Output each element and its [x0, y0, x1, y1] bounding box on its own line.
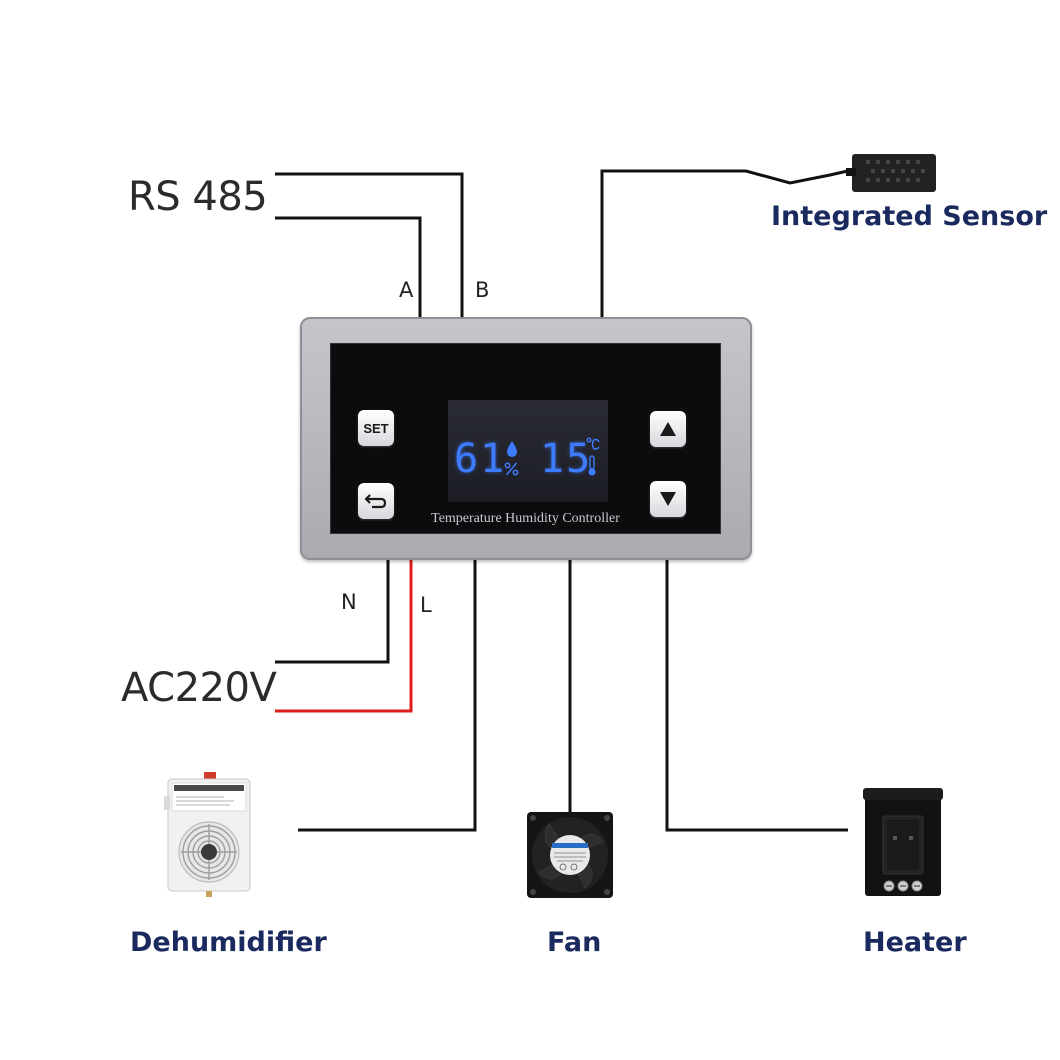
temperature-readout: 15 [540, 436, 593, 482]
controller-front-panel: SET 61 15 [330, 343, 721, 534]
fan-label: Fan [547, 927, 602, 958]
pin-n-label: N [341, 590, 357, 614]
heater-wire [665, 560, 848, 832]
up-button[interactable] [650, 411, 686, 447]
fan-image [527, 812, 613, 898]
back-arrow-icon [364, 494, 387, 509]
temperature-humidity-controller: SET 61 15 [300, 317, 752, 560]
thermometer-icon [588, 455, 596, 476]
integrated-sensor-label: Integrated Sensor [771, 201, 1048, 232]
set-button[interactable]: SET [358, 410, 394, 446]
lcd-display: 61 15 [448, 400, 608, 502]
down-arrow-icon [660, 492, 676, 506]
controller-title: Temperature Humidity Controller [431, 511, 620, 526]
down-button[interactable] [650, 481, 686, 517]
ac220v-label: AC220V [121, 665, 277, 711]
live-wire [275, 560, 413, 713]
rs485-a-wire [275, 216, 422, 317]
pin-a-label: A [399, 278, 414, 302]
heater-label: Heater [863, 927, 967, 958]
rs485-label: RS 485 [128, 174, 268, 220]
pin-b-label: B [475, 278, 490, 302]
sensor-wire [600, 168, 853, 317]
back-button[interactable] [358, 483, 394, 519]
pin-l-label: L [420, 593, 432, 617]
up-arrow-icon [660, 422, 676, 436]
heater-image [863, 788, 943, 896]
humidity-readout: 61 [454, 436, 507, 482]
neutral-wire [275, 560, 390, 664]
dehumidifier-wire [298, 560, 477, 832]
celsius-icon [586, 437, 600, 450]
dehumidifier-image [164, 772, 251, 897]
water-drop-icon [507, 441, 517, 457]
percent-icon [504, 462, 519, 476]
integrated-sensor-image [846, 154, 936, 192]
dehumidifier-label: Dehumidifier [130, 927, 327, 958]
rs485-b-wire [275, 172, 464, 317]
